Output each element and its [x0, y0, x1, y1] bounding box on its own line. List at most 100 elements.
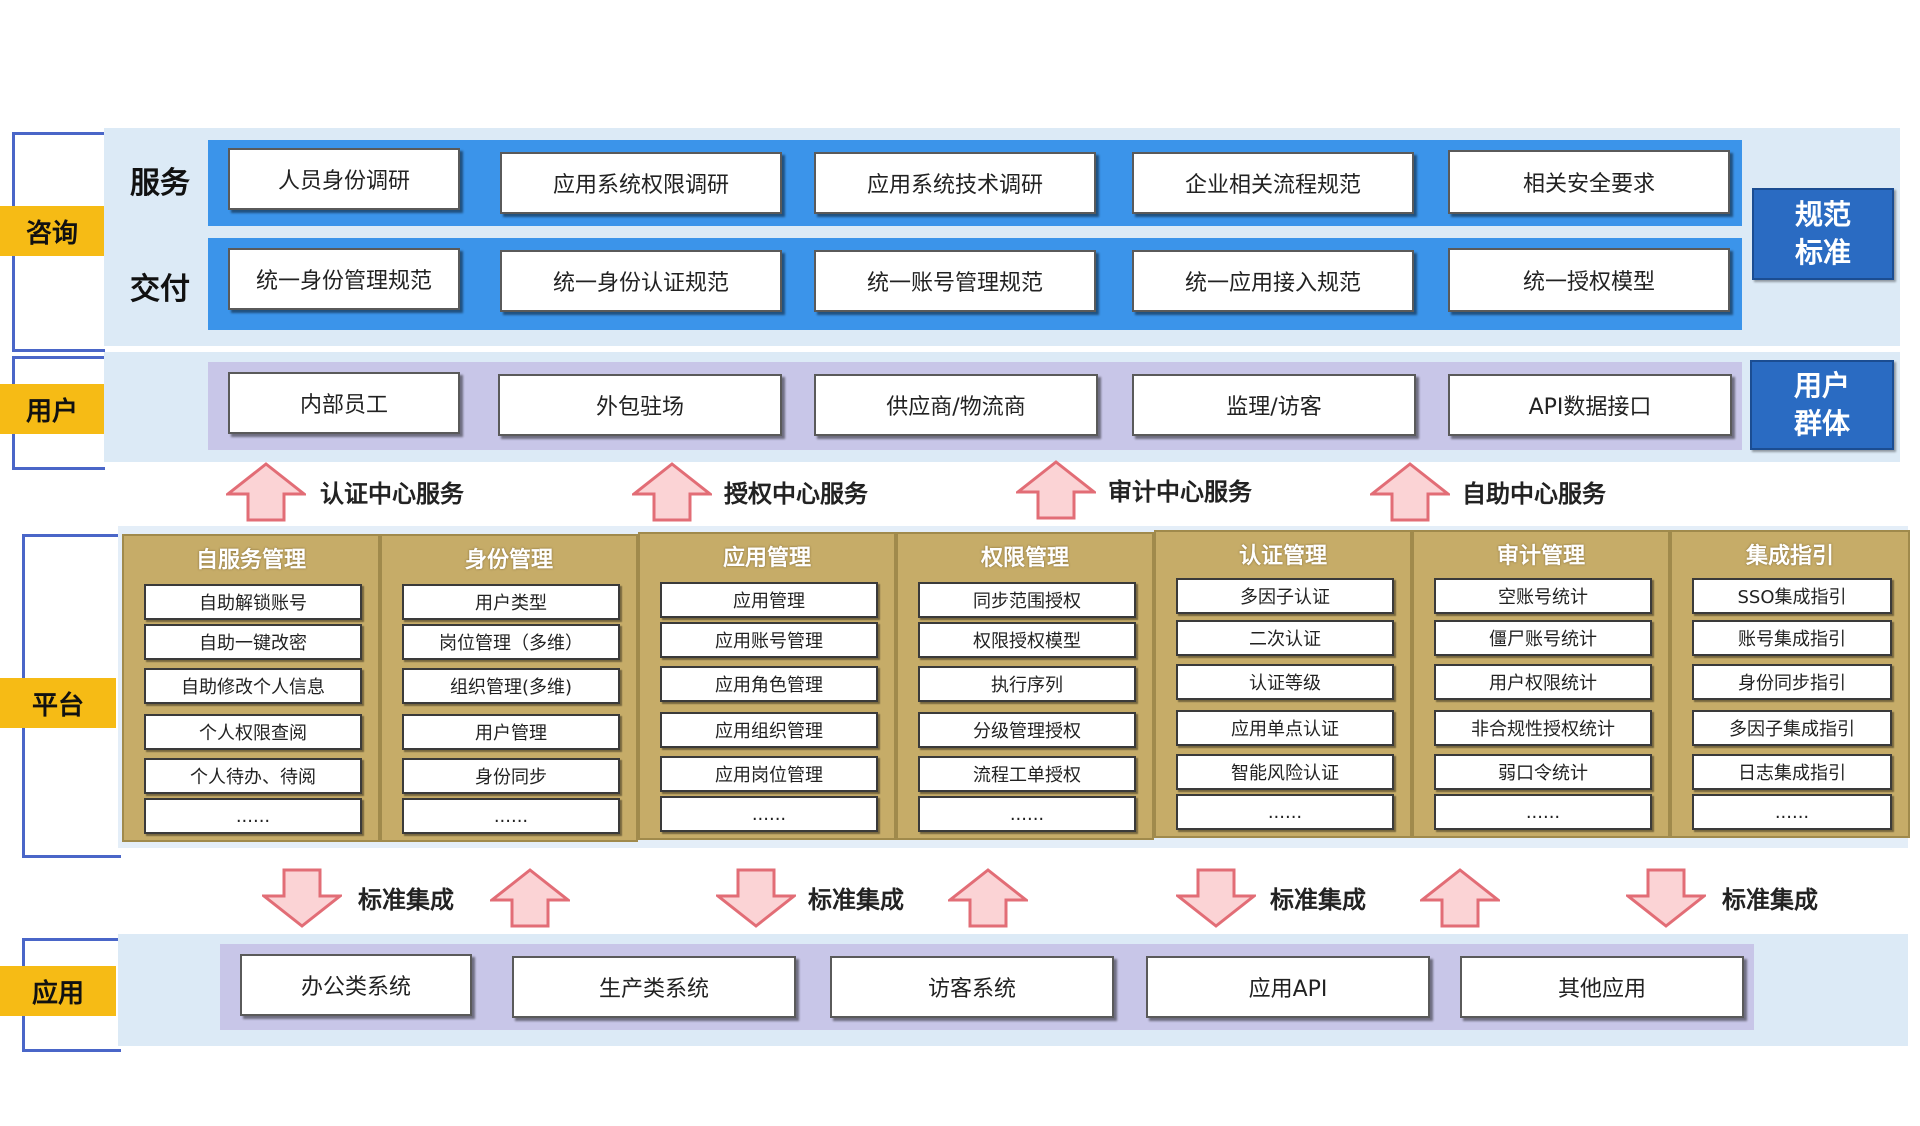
service-item: 相关安全要求	[1448, 150, 1730, 214]
column-item: 账号集成指引	[1692, 620, 1892, 656]
column-item: ......	[144, 798, 362, 834]
delivery-item: 统一授权模型	[1448, 248, 1730, 312]
column-item: 智能风险认证	[1176, 754, 1394, 790]
column-item: ......	[1692, 794, 1892, 830]
column-item: 自助一键改密	[144, 624, 362, 660]
column-item: 自助修改个人信息	[144, 668, 362, 704]
app-item: 生产类系统	[512, 956, 796, 1018]
app-item: 其他应用	[1460, 956, 1744, 1018]
column-item: 分级管理授权	[918, 712, 1136, 748]
service-item: 应用系统技术调研	[814, 152, 1096, 214]
column-item: 非合规性授权统计	[1434, 710, 1652, 746]
delivery-item: 统一应用接入规范	[1132, 250, 1414, 312]
column-item: 弱口令统计	[1434, 754, 1652, 790]
integration-label: 标准集成	[808, 886, 904, 914]
delivery-item: 统一身份管理规范	[228, 248, 460, 310]
column-item: 权限授权模型	[918, 622, 1136, 658]
column-title: 身份管理	[464, 548, 553, 573]
down-arrow-icon	[1626, 868, 1706, 928]
column-item: 自助解锁账号	[144, 584, 362, 620]
down-arrow-icon	[1176, 868, 1256, 928]
column-item: ......	[402, 798, 620, 834]
service-label-self: 自助中心服务	[1462, 480, 1606, 508]
delivery-item: 统一账号管理规范	[814, 250, 1096, 312]
service-label-authz: 授权中心服务	[724, 480, 868, 508]
service-item: 企业相关流程规范	[1132, 152, 1414, 214]
down-arrow-icon	[262, 868, 342, 928]
service-row-title: 服务	[130, 166, 190, 201]
user-item: 供应商/物流商	[814, 374, 1098, 436]
column-title: 集成指引	[1745, 544, 1834, 569]
column-item: SSO集成指引	[1692, 578, 1892, 614]
column-item: 身份同步指引	[1692, 664, 1892, 700]
layer-tag-platform: 平台	[0, 678, 116, 728]
column-item: 身份同步	[402, 758, 620, 794]
column-title: 权限管理	[980, 546, 1069, 571]
integration-label: 标准集成	[1270, 886, 1366, 914]
down-arrow-icon	[716, 868, 796, 928]
column-item: 应用岗位管理	[660, 756, 878, 792]
column-item: 用户管理	[402, 714, 620, 750]
column-item: 流程工单授权	[918, 756, 1136, 792]
column-item: 认证等级	[1176, 664, 1394, 700]
column-title: 认证管理	[1238, 544, 1327, 569]
column-item: 岗位管理（多维）	[402, 624, 620, 660]
user-item: 外包驻场	[498, 374, 782, 436]
platform-column: 审计管理 空账号统计 僵尸账号统计 用户权限统计 非合规性授权统计 弱口令统计 …	[1412, 530, 1670, 838]
up-arrow-icon	[490, 868, 570, 928]
column-item: 应用管理	[660, 582, 878, 618]
user-item: 监理/访客	[1132, 374, 1416, 436]
delivery-item: 统一身份认证规范	[500, 250, 782, 312]
column-item: 二次认证	[1176, 620, 1394, 656]
user-item: API数据接口	[1448, 374, 1732, 436]
column-item: 用户类型	[402, 584, 620, 620]
column-item: 应用单点认证	[1176, 710, 1394, 746]
user-group-badge: 用户群体	[1750, 360, 1894, 450]
delivery-row-title: 交付	[130, 272, 190, 307]
column-item: ......	[918, 796, 1136, 832]
column-item: 应用账号管理	[660, 622, 878, 658]
service-item: 人员身份调研	[228, 148, 460, 210]
column-item: 日志集成指引	[1692, 754, 1892, 790]
up-arrow-icon	[948, 868, 1028, 928]
column-item: 应用组织管理	[660, 712, 878, 748]
column-item: 应用角色管理	[660, 666, 878, 702]
app-item: 办公类系统	[240, 954, 472, 1016]
platform-column: 认证管理 多因子认证 二次认证 认证等级 应用单点认证 智能风险认证 .....…	[1154, 530, 1412, 838]
column-item: 用户权限统计	[1434, 664, 1652, 700]
up-arrow-icon	[226, 462, 306, 522]
platform-column: 应用管理 应用管理 应用账号管理 应用角色管理 应用组织管理 应用岗位管理 ..…	[638, 532, 896, 840]
column-item: ......	[1176, 794, 1394, 830]
service-item: 应用系统权限调研	[500, 152, 782, 214]
integration-label: 标准集成	[358, 886, 454, 914]
user-item: 内部员工	[228, 372, 460, 434]
column-item: 同步范围授权	[918, 582, 1136, 618]
app-item: 访客系统	[830, 956, 1114, 1018]
column-item: 组织管理(多维)	[402, 668, 620, 704]
platform-column: 权限管理 同步范围授权 权限授权模型 执行序列 分级管理授权 流程工单授权 ..…	[896, 532, 1154, 840]
column-item: 个人权限查阅	[144, 714, 362, 750]
up-arrow-icon	[1016, 460, 1096, 520]
column-title: 应用管理	[722, 546, 811, 571]
app-item: 应用API	[1146, 956, 1430, 1018]
column-item: ......	[660, 796, 878, 832]
integration-label: 标准集成	[1722, 886, 1818, 914]
column-item: ......	[1434, 794, 1652, 830]
service-label-audit: 审计中心服务	[1108, 478, 1252, 506]
platform-column: 集成指引 SSO集成指引 账号集成指引 身份同步指引 多因子集成指引 日志集成指…	[1670, 530, 1910, 838]
column-item: 僵尸账号统计	[1434, 620, 1652, 656]
standard-badge: 规范标准	[1752, 188, 1894, 280]
column-item: 执行序列	[918, 666, 1136, 702]
layer-tag-app: 应用	[0, 966, 116, 1016]
column-item: 多因子认证	[1176, 578, 1394, 614]
column-item: 多因子集成指引	[1692, 710, 1892, 746]
column-item: 空账号统计	[1434, 578, 1652, 614]
platform-column: 自服务管理 自助解锁账号 自助一键改密 自助修改个人信息 个人权限查阅 个人待办…	[122, 534, 380, 842]
column-item: 个人待办、待阅	[144, 758, 362, 794]
up-arrow-icon	[1420, 868, 1500, 928]
layer-tag-consult: 咨询	[0, 206, 104, 256]
service-label-auth: 认证中心服务	[320, 480, 464, 508]
up-arrow-icon	[632, 462, 712, 522]
up-arrow-icon	[1370, 462, 1450, 522]
layer-tag-user: 用户	[0, 384, 104, 434]
